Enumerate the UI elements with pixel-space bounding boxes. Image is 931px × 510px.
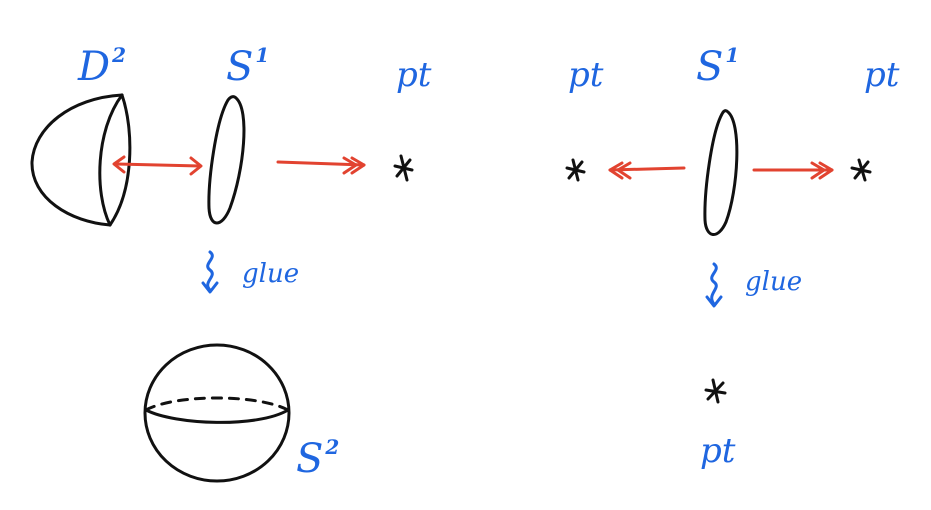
double-arrow-left bbox=[112, 155, 203, 176]
glue-squiggle-left bbox=[201, 250, 219, 294]
pt-label-result: pt bbox=[700, 431, 736, 471]
point-star-right-left bbox=[565, 158, 586, 182]
pt-label-right-right: pt bbox=[864, 55, 900, 95]
arrow-to-pt-right-left bbox=[608, 161, 686, 180]
point-star-left bbox=[393, 154, 414, 182]
glue-squiggle-right bbox=[705, 262, 723, 308]
arrow-to-pt-right-right bbox=[752, 161, 834, 180]
circle-s1-left bbox=[207, 95, 246, 225]
point-star-result bbox=[704, 378, 727, 404]
arrow-to-pt-left bbox=[276, 156, 366, 175]
glue-label-right: glue bbox=[745, 267, 802, 297]
disk-hemisphere bbox=[30, 93, 132, 227]
point-star-right-right bbox=[850, 158, 872, 182]
circle-s1-right bbox=[703, 109, 739, 236]
glue-label-left: glue bbox=[242, 259, 299, 289]
pt-label-left: pt bbox=[396, 55, 432, 95]
sphere-s2 bbox=[143, 343, 291, 483]
pt-label-right-left: pt bbox=[568, 55, 604, 95]
